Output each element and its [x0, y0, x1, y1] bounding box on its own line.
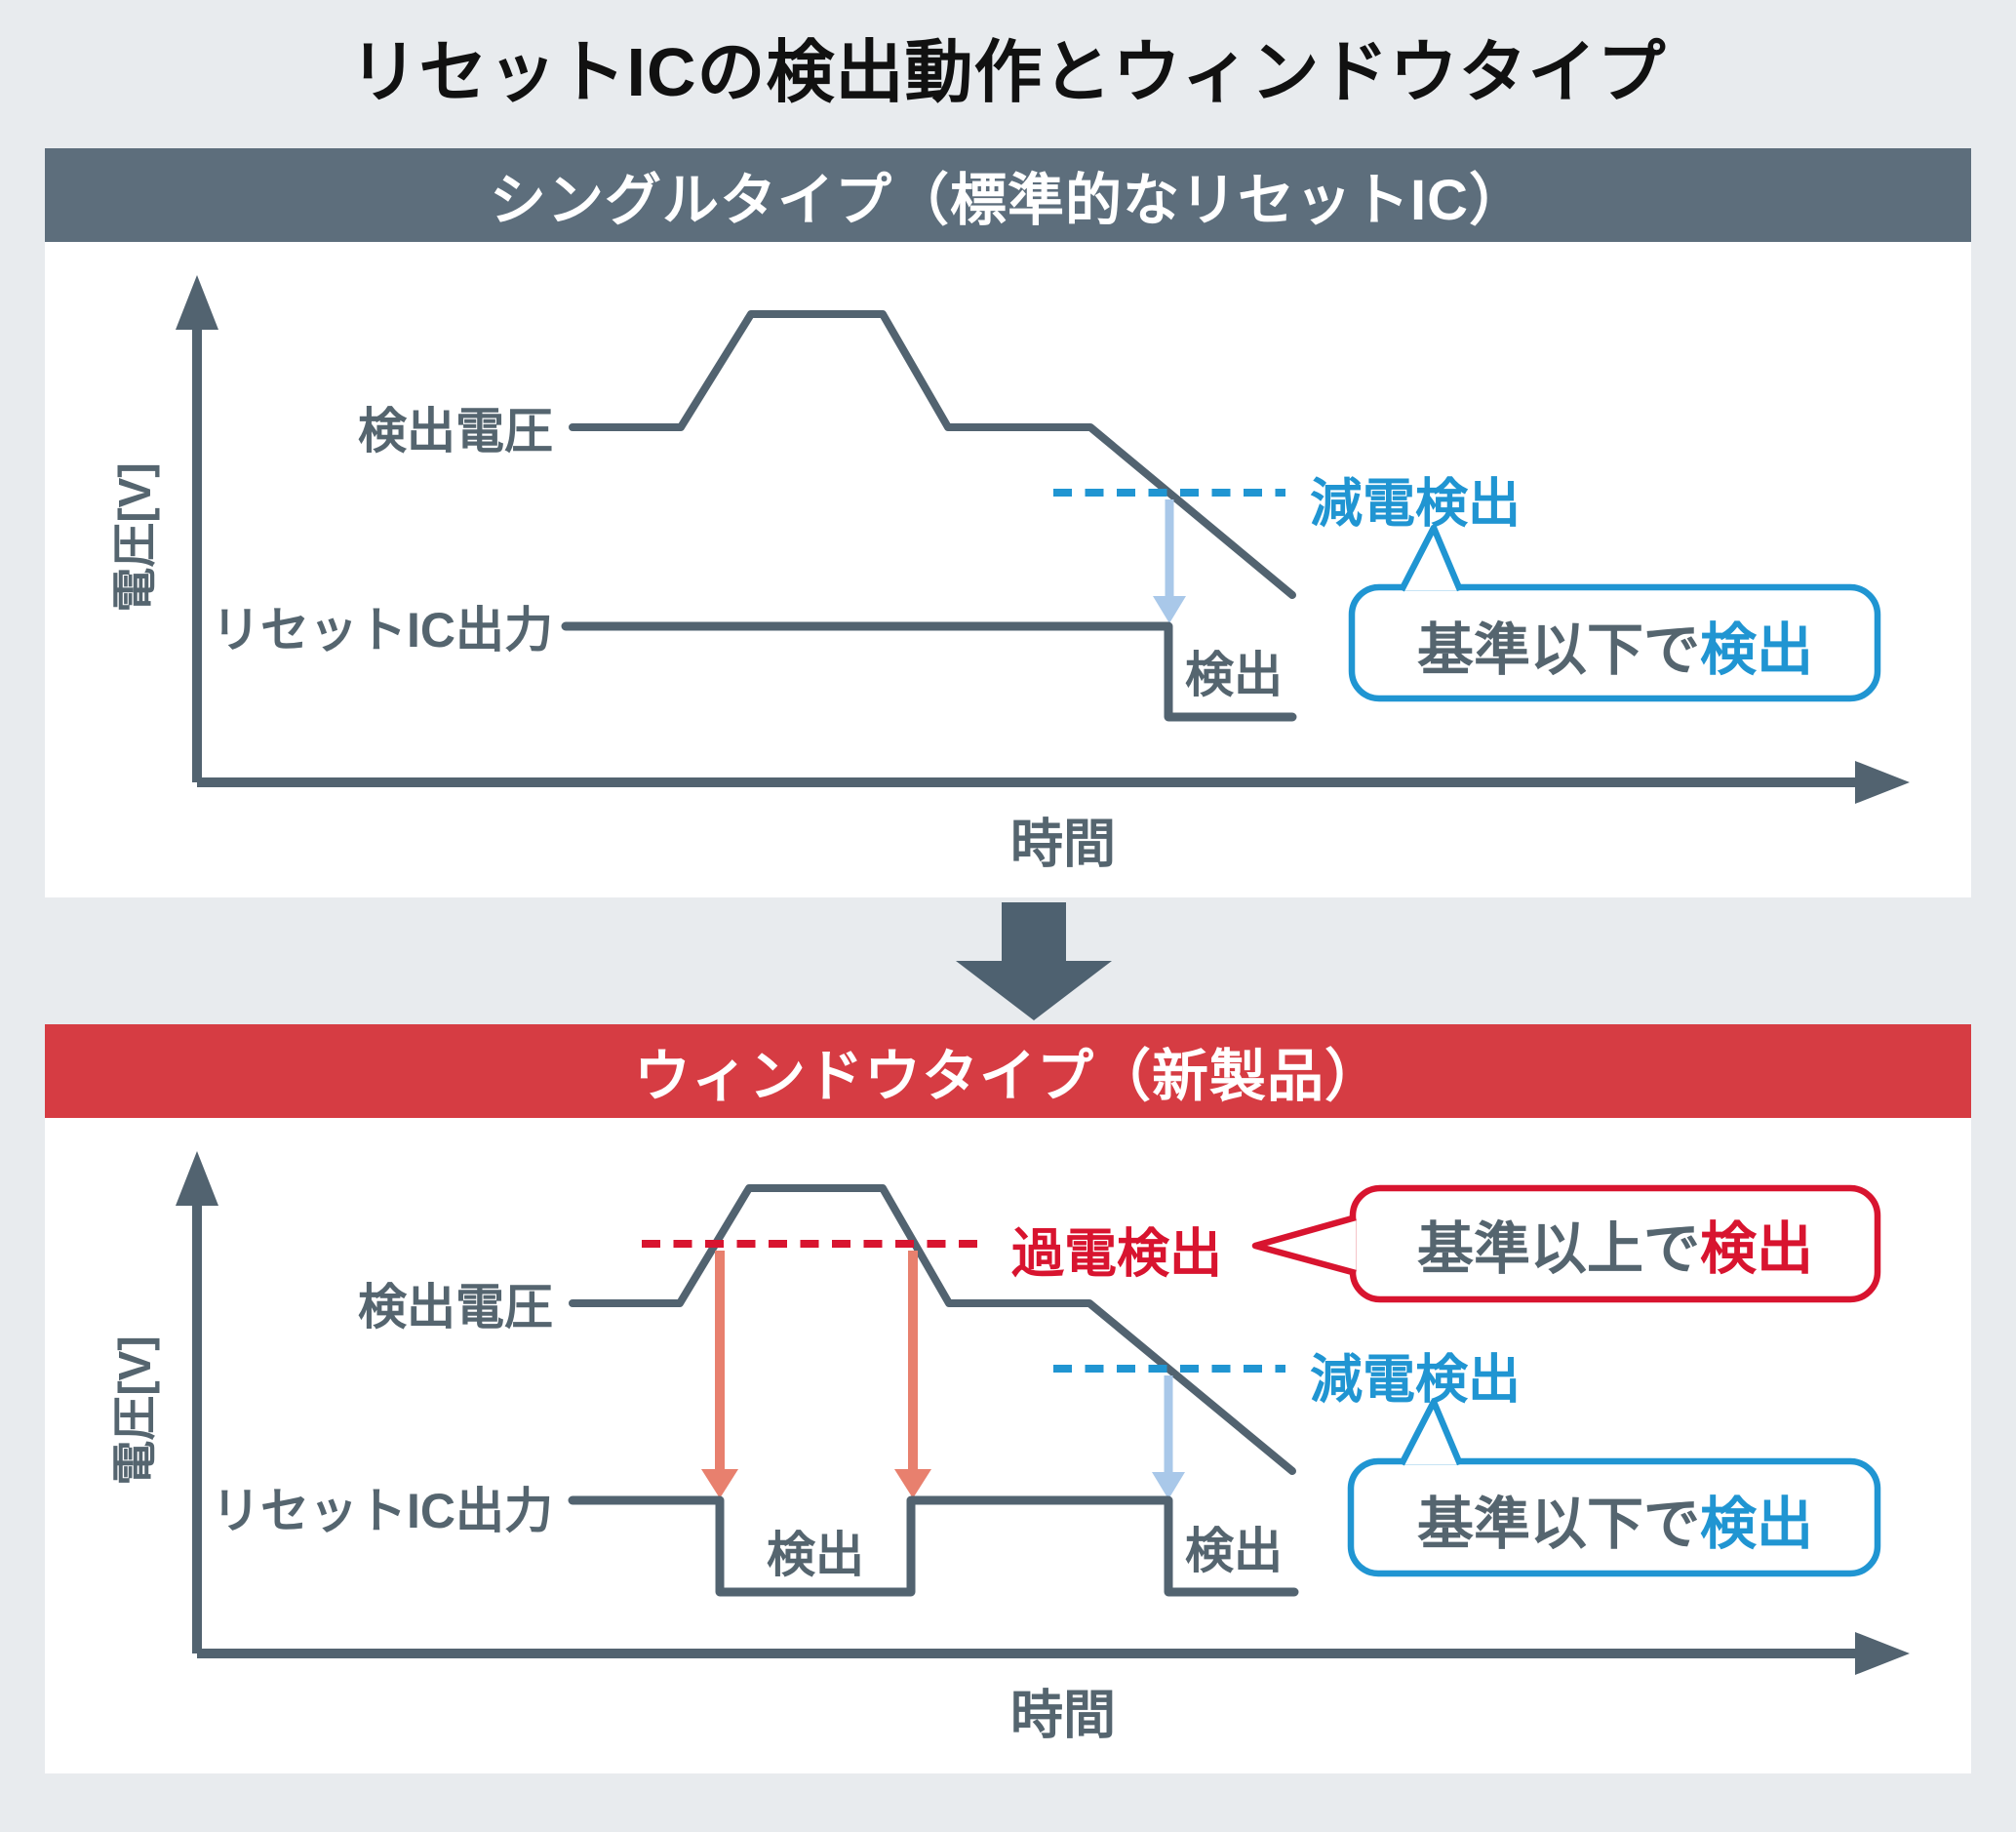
x-axis-label: 時間 [1010, 815, 1116, 874]
voltage-waveform [569, 310, 1296, 599]
undervoltage-callout-bubble [1348, 583, 1881, 702]
undervoltage-callout-text: 基準以下で検出 [1417, 1478, 1813, 1560]
detect-label-2: 検出 [1185, 1524, 1283, 1578]
y-axis-label: 電圧[V] [109, 462, 160, 613]
detect-label: 検出 [1185, 648, 1283, 702]
undervoltage-callout-tail-icon [1399, 1398, 1463, 1466]
page-title: リセットICの検出動作とウィンドウタイプ [349, 34, 1667, 110]
panel-window-header: ウィンドウタイプ（新製品） [45, 1024, 1971, 1118]
undervoltage-threshold-label: 減電検出 [1310, 1350, 1521, 1410]
overvoltage-callout-text: 基準以上で検出 [1417, 1203, 1813, 1285]
single-type-chart [176, 275, 1910, 804]
panel-single-header-label: シングルタイプ（標準的なリセットIC） [489, 169, 1526, 232]
x-axis-arrowhead-icon [1855, 1632, 1910, 1675]
panel-window-header-label: ウィンドウタイプ（新製品） [633, 1045, 1382, 1108]
panel-single-type: シングルタイプ（標準的なリセットIC） 電圧[V] 検出電圧 リセットIC出力 … [45, 148, 1971, 897]
panel-window-body: 電圧[V] 検出電圧 リセットIC出力 過電検出 検出 減電検出 検出 基準以上… [45, 1118, 1971, 1773]
overvoltage-callout-tail-icon [1251, 1214, 1357, 1277]
ic-output-waveform [561, 621, 1297, 722]
undervoltage-callout-tail-icon [1399, 524, 1463, 592]
callout-accent-text: 検出 [1700, 1493, 1814, 1556]
window-type-chart [176, 1151, 1910, 1675]
voltage-label: 検出電圧 [358, 404, 553, 458]
panel-single-body: 電圧[V] 検出電圧 リセットIC出力 検出 減電検出 基準以下で検出 時間 [45, 242, 1971, 897]
ic-output-label: リセットIC出力 [212, 1484, 553, 1538]
overvoltage-threshold-label: 過電検出 [1011, 1224, 1222, 1284]
undervoltage-callout-text: 基準以下で検出 [1417, 604, 1813, 686]
voltage-waveform [569, 1184, 1296, 1475]
x-axis-arrowhead-icon [1855, 761, 1910, 804]
undervoltage-arrowhead-icon [1153, 596, 1186, 623]
callout-plain-text: 基準以下で [1416, 618, 1700, 682]
panel-single-header: シングルタイプ（標準的なリセットIC） [45, 148, 1971, 242]
undervoltage-threshold-label: 減電検出 [1310, 474, 1521, 534]
voltage-label: 検出電圧 [358, 1280, 553, 1334]
y-axis-arrowhead-icon [176, 275, 218, 330]
ic-output-waveform [568, 1495, 1299, 1597]
y-axis-label: 電圧[V] [109, 1335, 160, 1486]
ic-output-label: リセットIC出力 [212, 603, 553, 657]
overvoltage-arrowhead-1-icon [701, 1469, 738, 1498]
undervoltage-arrowhead-icon [1152, 1472, 1185, 1499]
callout-plain-text: 基準以上で [1416, 1217, 1700, 1281]
y-axis-arrowhead-icon [176, 1151, 218, 1206]
panel-window-type: ウィンドウタイプ（新製品） [45, 1024, 1971, 1773]
overvoltage-arrowhead-2-icon [894, 1469, 931, 1498]
detect-label-1: 検出 [767, 1528, 864, 1582]
undervoltage-callout-bubble [1347, 1457, 1881, 1577]
down-arrow-connector-icon [956, 902, 1112, 1020]
x-axis-label: 時間 [1010, 1686, 1116, 1745]
callout-plain-text: 基準以下で [1416, 1493, 1700, 1556]
callout-accent-text: 検出 [1700, 618, 1814, 682]
callout-accent-text: 検出 [1700, 1217, 1814, 1281]
